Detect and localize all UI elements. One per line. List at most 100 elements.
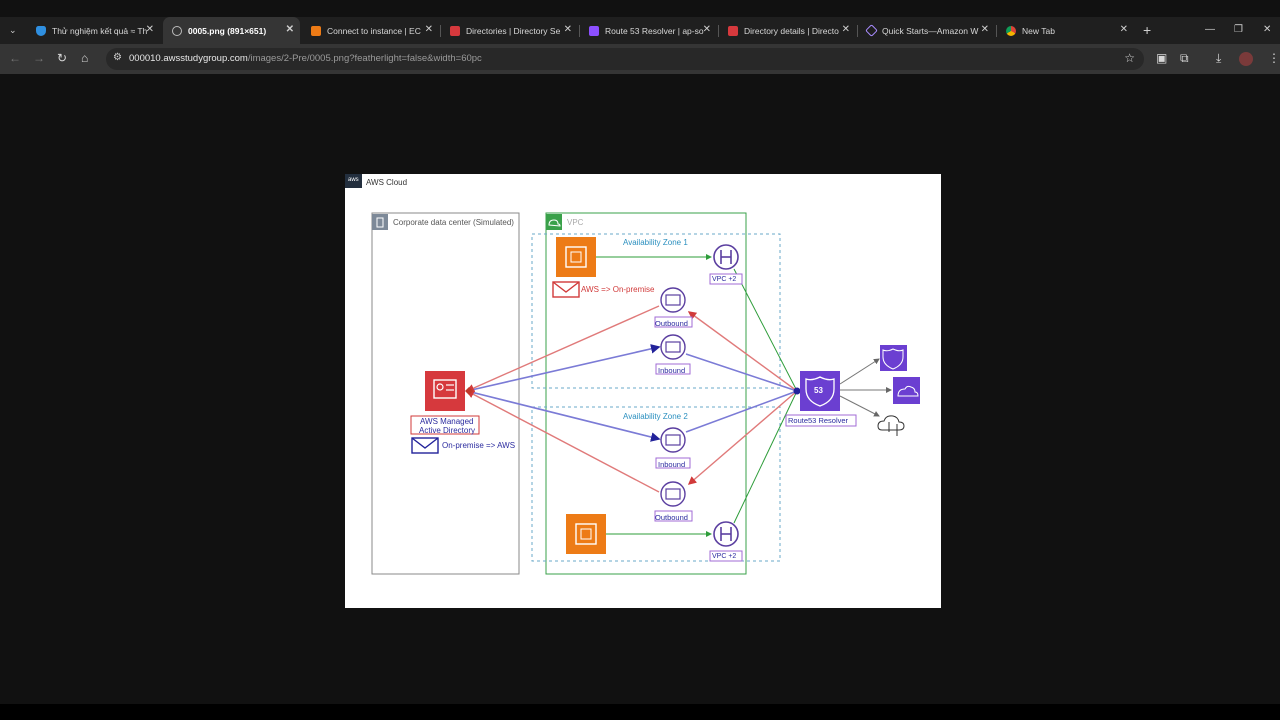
route53-badge: 53 [814,386,823,395]
tab-directory-details[interactable]: Directory details | Directo ✕ [719,17,856,44]
tab-separator [579,25,580,37]
tab-title: 0005.png (891×651) [188,25,267,36]
browser-toolbar: ← → ↻ ⌂ ⚙ 000010.awsstudygroup.com/image… [0,44,1280,74]
tab-separator [996,25,997,37]
inbound-flows [466,344,798,442]
tab-title: Directory details | Directo [744,25,839,36]
envelope-red-icon [552,281,580,298]
aws-directory-icon [450,25,460,36]
reload-icon[interactable]: ↻ [57,51,68,65]
aws-to-onprem-label: AWS => On-premise [581,285,655,294]
reading-list-icon[interactable]: ▣ [1156,51,1168,65]
internet-cloud-icon [877,415,905,436]
new-tab-plus-icon[interactable]: + [1143,22,1152,38]
tab-title: Route 53 Resolver | ap-so [605,25,704,36]
close-icon[interactable]: ✕ [563,24,572,35]
url-path: /images/2-Pre/0005.png?featherlight=fals… [247,53,482,64]
aws-directory-icon [728,25,738,36]
az1-box [531,233,781,389]
tab-search-icon[interactable]: ⌄ [9,25,17,35]
managed-ad-label-line2: Active Directory [419,426,476,435]
close-icon[interactable]: ✕ [841,24,850,35]
vpc-box [545,212,747,575]
site-info-icon[interactable]: ⚙ [113,52,122,63]
vpc-dns-flows [596,254,798,537]
az2-title: Availability Zone 2 [623,412,688,421]
profile-avatar[interactable] [1239,52,1253,66]
aws-logo-text: aws [348,177,359,183]
resolver-junction-dot [793,387,801,395]
download-icon[interactable]: ⤓ [1216,51,1222,65]
bookmark-star-icon[interactable]: ☆ [1124,51,1135,65]
back-icon[interactable]: ← [9,51,21,65]
close-icon[interactable]: ✕ [980,24,989,35]
forward-icon[interactable]: → [33,51,45,65]
close-icon[interactable]: ✕ [702,24,711,35]
tab-0005-png[interactable]: 0005.png (891×651) ✕ [163,17,300,44]
ec2-instance-icon [556,237,596,277]
building-icon [372,214,388,230]
tab-thu-nghiem[interactable]: Thử nghiệm kết quả ≈ Th ✕ [27,17,160,44]
vpc-title: VPC [567,218,584,227]
address-bar[interactable]: ⚙ 000010.awsstudygroup.com/images/2-Pre/… [106,48,1144,70]
aws-ec2-icon [311,25,321,36]
globe-icon [172,25,182,36]
outbound-flows [465,305,798,493]
aws-route53-icon [589,25,599,36]
outbound-label: Outbound [655,513,688,522]
tab-title: Directories | Directory Se [466,25,561,36]
diagram-canvas [345,174,920,575]
tab-quick-starts[interactable]: Quick Starts—Amazon W ✕ [858,17,995,44]
extensions-icon[interactable]: ⧉ [1180,51,1189,65]
vpc-cloud-icon [546,214,562,230]
outbound-endpoint-icon [654,287,693,328]
envelope-navy-icon [411,437,439,454]
close-icon[interactable]: ✕ [1119,24,1128,35]
cloud-shield-icon [893,377,920,404]
corporate-dc-box [371,212,520,575]
bottom-edge [0,704,1280,720]
inbound-endpoint-icon [655,427,691,469]
aws-logo-icon [345,174,362,188]
aws-cloud-title: AWS Cloud [366,178,408,187]
tab-new-tab[interactable]: New Tab ✕ [997,17,1134,44]
close-icon[interactable]: ✕ [285,24,294,35]
tab-title: New Tab [1022,25,1055,36]
route53-resolver-label: Route53 Resolver [788,416,849,425]
az2-box [531,406,781,562]
close-window-icon[interactable]: ✕ [1263,24,1272,35]
outbound-label: Outbound [655,319,688,328]
tab-title: Connect to instance | EC [327,25,421,36]
az1-title: Availability Zone 1 [623,238,688,247]
chrome-icon [1006,25,1016,36]
architecture-diagram-image: aws AWS Cloud Corporate data center (Sim… [345,174,941,608]
tab-separator [440,25,441,37]
inbound-endpoint-icon [655,334,691,375]
tab-strip: ⌄ Thử nghiệm kết quả ≈ Th ✕ 0005.png (89… [0,17,1280,44]
directory-service-icon [425,371,465,411]
managed-ad-label-box [410,415,480,435]
tab-separator [718,25,719,37]
restore-icon[interactable]: ❐ [1234,24,1243,35]
home-icon[interactable]: ⌂ [81,51,89,65]
outbound-endpoint-icon [654,481,693,522]
managed-ad-label-line1: AWS Managed [420,417,474,426]
cube-icon [865,24,878,37]
tab-title: Thử nghiệm kết quả ≈ Th [52,25,148,36]
ec2-instance-icon [566,514,606,554]
route53-hosted-zone-icon [880,345,907,371]
menu-icon[interactable]: ⋮ [1268,51,1280,65]
shield-icon [36,25,46,36]
vpc-dns-endpoint-icon [709,521,743,562]
tab-connect-instance[interactable]: Connect to instance | EC ✕ [302,17,439,44]
inbound-label: Inbound [658,460,686,469]
close-icon[interactable]: ✕ [424,24,433,35]
tab-route53-resolver[interactable]: Route 53 Resolver | ap-so ✕ [580,17,717,44]
url-text[interactable]: 000010.awsstudygroup.com/images/2-Pre/00… [129,53,482,64]
tab-directories[interactable]: Directories | Directory Se ✕ [441,17,578,44]
minimize-icon[interactable]: — [1205,24,1215,35]
close-icon[interactable]: ✕ [145,24,154,35]
inbound-label: Inbound [658,366,686,375]
vpc-plus2-label: VPC +2 [712,553,737,560]
ad-junction-marker [465,387,473,395]
